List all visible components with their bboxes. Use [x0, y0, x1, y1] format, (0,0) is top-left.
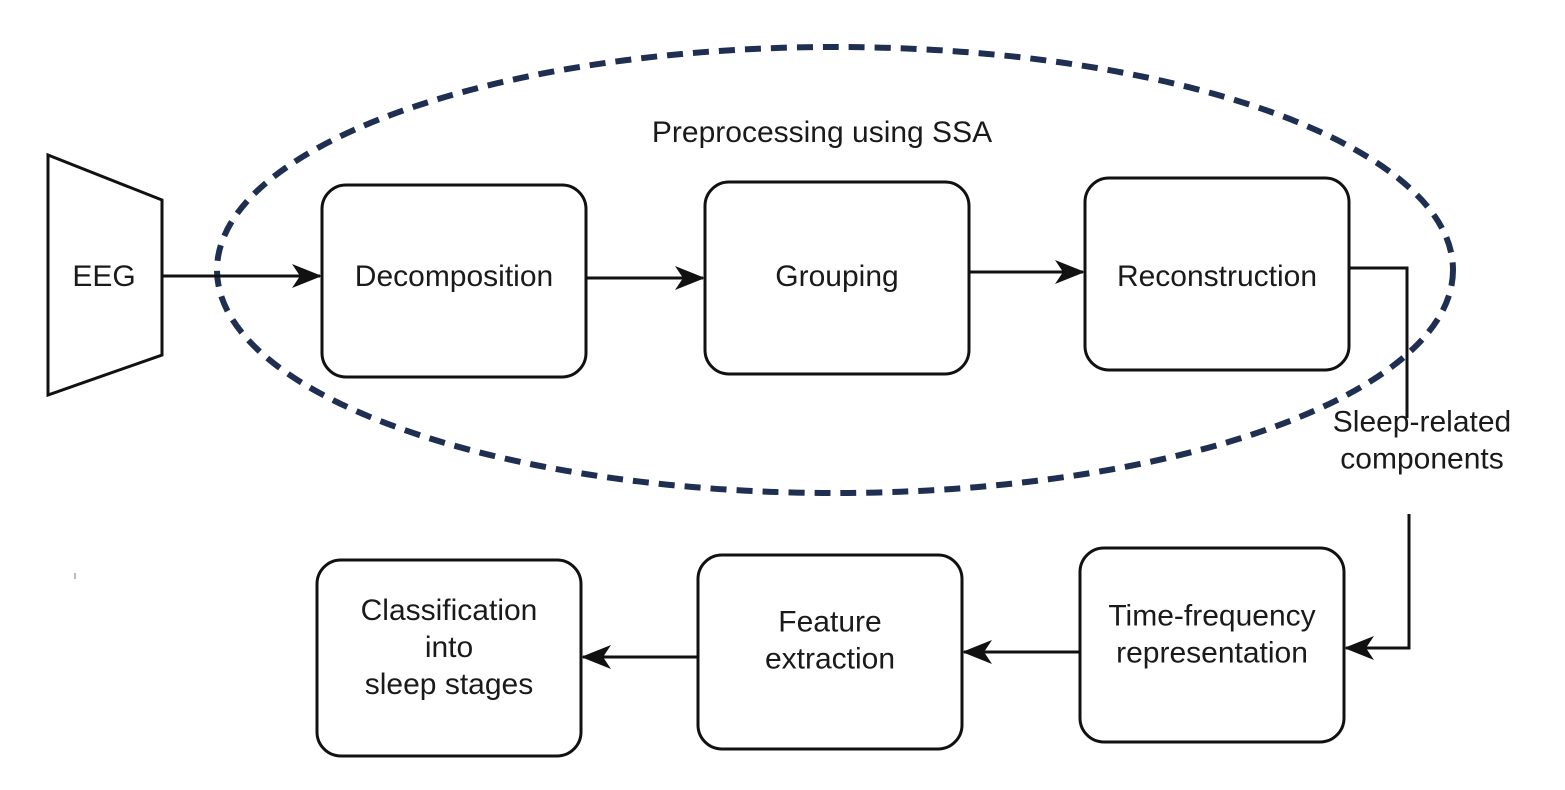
node-classification: Classification into sleep stages	[315, 558, 583, 758]
node-time-frequency: Time-frequency representation	[1078, 546, 1346, 744]
node-decomposition: Decomposition	[320, 183, 588, 379]
node-eeg-label: EEG	[72, 260, 135, 293]
text-line: Reconstruction	[1117, 260, 1317, 293]
edge-label-sleep-related-components: Sleep-related components	[1333, 406, 1511, 476]
text-line: Sleep-related	[1333, 406, 1511, 439]
text-line: EEG	[72, 260, 135, 293]
node-classification-label: Classification into sleep stages	[361, 594, 538, 701]
edge-components-label-to-time-frequency	[1344, 514, 1411, 660]
node-decomposition-label: Decomposition	[355, 260, 553, 293]
node-reconstruction: Reconstruction	[1083, 176, 1351, 372]
edge-reconstruction-to-components-label	[1349, 266, 1409, 418]
node-reconstruction-label: Reconstruction	[1117, 260, 1317, 293]
node-grouping-label: Grouping	[775, 260, 898, 293]
node-time-frequency-label: Time-frequency representation	[1108, 600, 1315, 670]
node-eeg: EEG	[46, 152, 164, 398]
preprocessing-group-label: Preprocessing using SSA	[652, 116, 992, 149]
text-line: Feature	[778, 606, 881, 639]
node-feature-extraction: Feature extraction	[696, 553, 964, 751]
text-line: Classification	[361, 594, 538, 627]
text-line: extraction	[765, 643, 895, 676]
text-line: components	[1340, 443, 1503, 476]
text-line: Decomposition	[355, 260, 553, 293]
text-line: Grouping	[775, 260, 898, 293]
text-line: representation	[1116, 637, 1308, 670]
text-line: Time-frequency	[1108, 600, 1315, 633]
text-line: sleep stages	[365, 668, 533, 701]
node-grouping: Grouping	[703, 180, 971, 376]
stray-mark	[74, 573, 76, 579]
text-line: into	[425, 631, 473, 664]
preprocessing-group-outline	[214, 44, 1456, 496]
node-feature-extraction-label: Feature extraction	[765, 606, 895, 676]
